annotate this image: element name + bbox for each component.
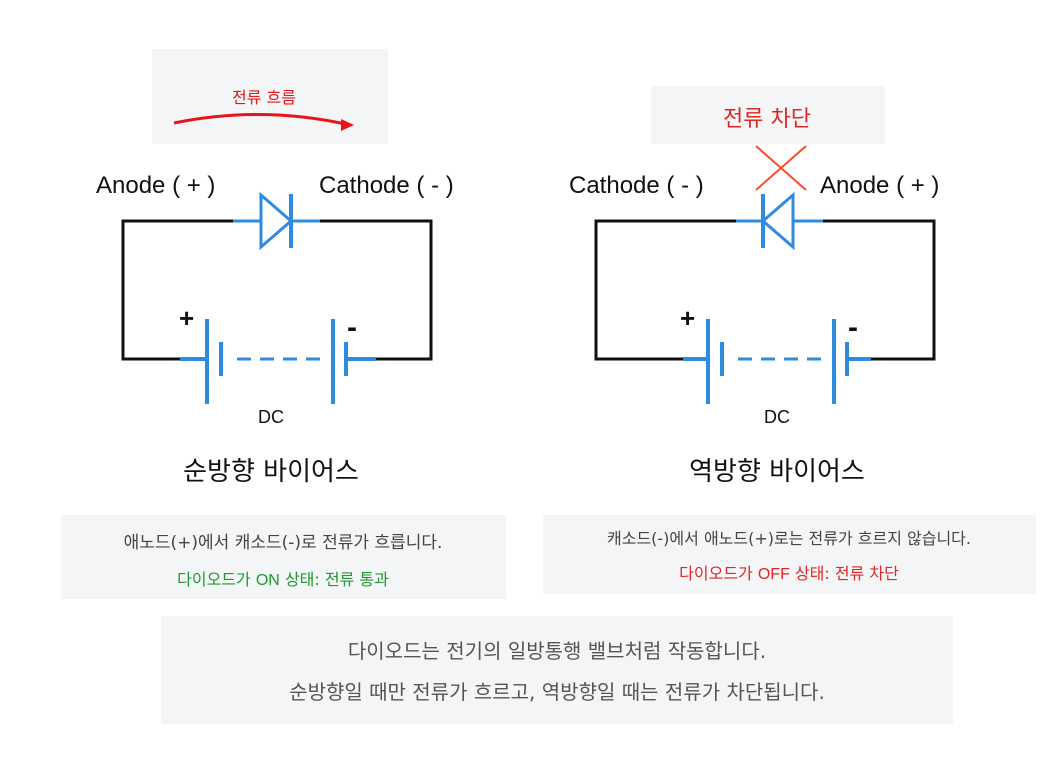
reverse-anode-label: Anode ( + ): [820, 172, 940, 199]
forward-bias-title: 순방향 바이어스: [183, 457, 359, 487]
forward-description: 애노드(+)에서 캐소드(-)로 전류가 흐릅니다.: [123, 533, 443, 553]
forward-wire: [320, 219, 433, 361]
forward-anode-label: Anode ( + ): [96, 172, 216, 199]
block-cross-mark: [755, 145, 807, 191]
forward-state-line: 다이오드가 ON 상태: 전류 통과: [177, 566, 389, 590]
forward-diode-symbol: [259, 191, 294, 251]
forward-state-prefix: 다이오드가: [177, 570, 256, 589]
reverse-minus-sign: -: [848, 311, 858, 344]
reverse-circuit: [594, 145, 936, 404]
forward-circuit: [121, 113, 433, 404]
summary-line-2: 순방향일 때만 전류가 흐르고, 역방향일 때는 전류가 차단됩니다.: [289, 680, 825, 704]
reverse-state-keyword: OFF: [757, 566, 790, 583]
forward-state-keyword: ON: [255, 572, 280, 589]
forward-state-suffix: 상태: 전류 통과: [279, 570, 389, 589]
summary-panel: [161, 616, 953, 724]
reverse-state-line: 다이오드가 OFF 상태: 전류 차단: [679, 560, 899, 584]
reverse-wire: [594, 219, 736, 361]
forward-description-panel: [61, 515, 506, 599]
current-block-label: 전류 차단: [723, 107, 811, 132]
reverse-battery: [683, 319, 871, 404]
forward-wire: [121, 219, 233, 361]
forward-cathode-label: Cathode ( - ): [319, 172, 454, 199]
forward-plus-sign: +: [179, 303, 195, 333]
forward-flow-arrow: [173, 113, 351, 127]
forward-dc-label: DC: [258, 407, 284, 427]
reverse-description-panel: [543, 515, 1036, 594]
summary-line-1: 다이오드는 전기의 일방통행 밸브처럼 작동합니다.: [347, 639, 767, 663]
reverse-plus-sign: +: [680, 303, 696, 333]
forward-flow-arrowhead: [341, 119, 354, 131]
reverse-description: 캐소드(-)에서 애노드(+)로는 전류가 흐르지 않습니다.: [607, 529, 971, 548]
forward-battery: [180, 319, 376, 404]
current-flow-panel: [152, 49, 388, 144]
reverse-cathode-label: Cathode ( - ): [569, 172, 704, 199]
current-flow-label: 전류 흐름: [232, 88, 296, 107]
reverse-dc-label: DC: [764, 407, 790, 427]
reverse-state-suffix: 상태: 전류 차단: [789, 564, 899, 583]
reverse-bias-title: 역방향 바이어스: [689, 457, 865, 487]
reverse-wire: [823, 219, 936, 361]
reverse-state-prefix: 다이오드가: [679, 564, 758, 583]
current-block-panel: [651, 86, 885, 144]
reverse-diode-symbol: [760, 191, 795, 251]
forward-minus-sign: -: [347, 311, 357, 344]
